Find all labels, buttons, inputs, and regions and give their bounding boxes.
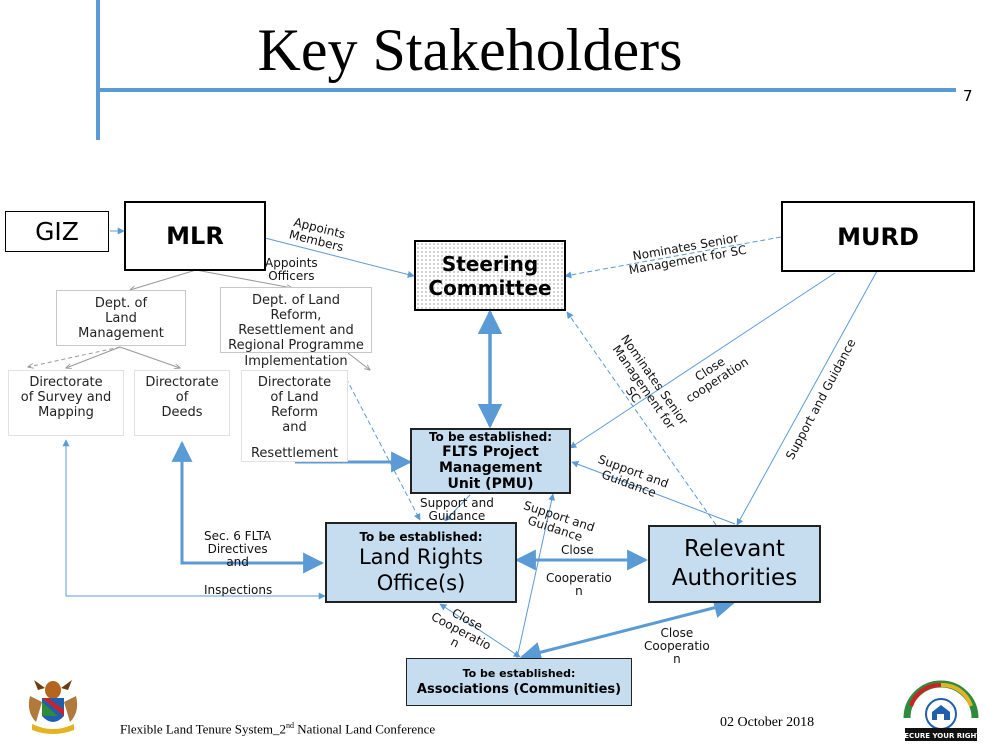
slide-title: Key Stakeholders	[257, 17, 683, 83]
pmu-line-1: FLTS Project	[442, 444, 539, 460]
footer-left-sup: nd	[286, 721, 295, 730]
label-close-coop-ra-assoc: Close Cooperatio n	[644, 627, 710, 666]
murd-box: MURD	[781, 201, 975, 272]
ra-line-2: Authorities	[671, 565, 798, 591]
land-rights-office-box: To be established: Land Rights Office(s)	[325, 522, 517, 603]
edge-lro-assoc	[439, 603, 521, 658]
footer-conference: Flexible Land Tenure System_2nd National…	[120, 721, 435, 737]
appoints-officers-l2: Officers	[268, 269, 315, 283]
assoc-tag: To be established:	[462, 666, 576, 680]
dir-survey-line-3: Mapping	[38, 405, 94, 420]
edge-murd-steering	[564, 236, 782, 279]
edge-ra-steering	[566, 311, 717, 526]
dept-land-reform-box: Dept. of Land Reform, Resettlement and R…	[220, 287, 372, 369]
cc-ra-assoc-l1: Close	[660, 626, 694, 640]
appoints-officers-l1: Appoints	[265, 256, 318, 270]
footer-left-text: Flexible Land Tenure System_2	[120, 721, 287, 737]
footer-date: 02 October 2018	[720, 715, 815, 730]
label-sec6: Sec. 6 FLTA Directives and	[204, 530, 271, 569]
dept-reform-line-4: Regional Programme	[228, 338, 364, 353]
dept-land-management-box: Dept. of Land Management	[56, 290, 186, 346]
dept-reform-line-3: Resettlement and	[238, 323, 354, 338]
giz-label: GIZ	[35, 217, 79, 246]
relevant-authorities-box: Relevant Authorities	[648, 525, 821, 603]
edge-pmu-lro	[444, 494, 471, 522]
edge-ra-assoc	[519, 597, 736, 663]
steering-committee-box: Steering Committee	[414, 240, 566, 311]
steering-line-1: Steering	[441, 251, 539, 276]
title-vertical-rule	[96, 0, 100, 140]
pmu-tag: To be established:	[428, 430, 553, 444]
dept-land-mgmt-line-3: Management	[78, 325, 164, 341]
close-lro-ra-text: Close	[561, 543, 594, 557]
dept-land-mgmt-line-2: Land	[105, 310, 137, 326]
label-cooperation-lro-ra: Cooperatio n	[546, 572, 612, 598]
dept-reform-line-2: Reform,	[270, 308, 322, 323]
lro-tag: To be established:	[359, 529, 483, 544]
cc-ra-assoc-l2: Cooperatio	[644, 639, 710, 653]
dir-deeds-line-3: Deeds	[161, 405, 203, 420]
edge-mlr-steering	[264, 237, 415, 278]
inspections-text: Inspections	[204, 583, 273, 597]
mlr-label: MLR	[166, 222, 224, 250]
edge-reform-dir	[347, 352, 370, 370]
directorate-land-reform-box: Directorate of Land Reform and Resettlem…	[241, 370, 348, 462]
dept-reform-line-5: Implementation	[244, 354, 348, 369]
edge-dept-survey2	[66, 346, 121, 368]
edge-survey-lro	[62, 439, 326, 600]
pmu-line-3: Unit (PMU)	[447, 476, 534, 492]
label-appoints-officers: Appoints Officers	[265, 257, 318, 283]
dir-deeds-line-2: of	[175, 390, 189, 405]
lro-line-1: Land Rights	[358, 544, 484, 569]
dir-survey-line-2: of Survey and	[20, 390, 112, 405]
dir-deeds-line-1: Directorate	[145, 375, 219, 390]
assoc-label: Associations (Communities)	[416, 681, 622, 697]
coat-of-arms-logo	[28, 680, 78, 734]
edge-murd-ra	[736, 270, 878, 526]
associations-box: To be established: Associations (Communi…	[406, 658, 632, 706]
footer-left-rest: National Land Conference	[294, 721, 436, 737]
sec6-l2: Directives	[207, 542, 268, 556]
edge-mlr-dept-land	[130, 269, 197, 290]
coop-lro-ra-l2: n	[575, 584, 583, 598]
dir-survey-line-1: Directorate	[29, 375, 103, 390]
logo-caption: SECURE YOUR RIGHT.	[899, 732, 983, 740]
cc-ra-assoc-l3: n	[673, 652, 681, 666]
dir-reform-line-4: and	[282, 420, 307, 435]
giz-box: GIZ	[5, 211, 109, 252]
label-close-lro-ra: Close	[561, 544, 594, 557]
coop-lro-ra-l1: Cooperatio	[546, 571, 612, 585]
sec6-l3: and	[226, 555, 249, 569]
steering-line-2: Committee	[428, 275, 552, 300]
label-inspections: Inspections	[204, 584, 272, 597]
edge-dept-deeds	[119, 346, 180, 368]
lro-line-2: Office(s)	[376, 570, 466, 595]
sec6-l1: Sec. 6 FLTA	[204, 529, 272, 543]
dir-reform-line-2: of Land	[270, 390, 319, 405]
pmu-box: To be established: FLTS Project Manageme…	[410, 428, 571, 494]
edge-ra-pmu	[571, 460, 736, 525]
edge-dirreform-lro	[345, 377, 421, 521]
directorate-deeds-box: Directorate of Deeds	[134, 370, 230, 436]
mlr-box: MLR	[124, 201, 266, 271]
edge-mlr-dept-reform	[195, 269, 292, 288]
sg-lro-l1: Support and	[420, 496, 494, 510]
murd-label: MURD	[837, 222, 919, 251]
dir-reform-line-6: Resettlement	[250, 446, 339, 461]
directorate-survey-box: Directorate of Survey and Mapping	[8, 370, 124, 436]
page-number: 7	[963, 87, 973, 105]
title-horizontal-rule	[96, 88, 956, 92]
edge-murd-pmu	[569, 272, 836, 449]
ra-line-1: Relevant	[684, 536, 785, 562]
pmu-line-2: Management	[438, 460, 543, 476]
dir-reform-line-3: Reform	[271, 405, 318, 420]
label-support-guidance-lro: Support and Guidance	[420, 497, 494, 523]
edge-dept-survey	[28, 346, 121, 367]
campaign-logo: SECURE YOUR RIGHT.	[899, 680, 983, 741]
dir-reform-line-1: Directorate	[257, 375, 332, 390]
sg-lro-l2: Guidance	[428, 509, 486, 523]
dept-reform-line-1: Dept. of Land	[252, 293, 340, 308]
dept-land-mgmt-line-1: Dept. of	[94, 295, 148, 311]
